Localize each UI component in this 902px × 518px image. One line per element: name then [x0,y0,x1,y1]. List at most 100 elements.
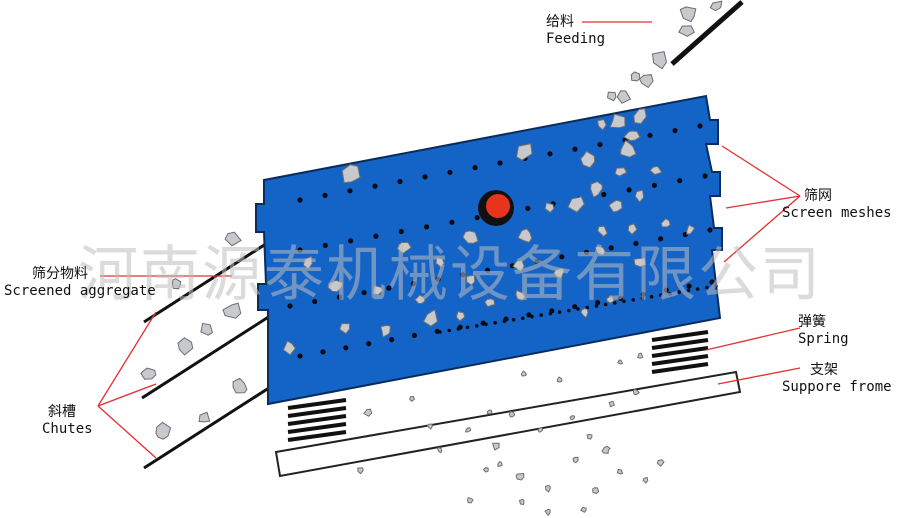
mesh-hole [322,242,328,248]
mesh-hole [697,123,703,129]
rock [171,278,182,290]
mesh-hole [702,173,708,179]
rock [709,0,723,12]
rock [467,497,474,504]
rock [597,118,607,131]
mesh-hole [438,330,442,334]
mesh-hole [465,325,470,330]
leader-frame [717,367,801,385]
mesh-hole [659,293,663,298]
leader-chute-1 [97,311,157,407]
mesh-hole [617,295,624,301]
rock [651,51,668,70]
label-feeding-zh: 给料 [546,14,574,30]
spring-left [287,398,347,442]
mesh-hole [707,227,713,233]
label-support-frame-en: Suppore frome [782,379,892,395]
rock [282,340,296,356]
rock [632,388,640,396]
mesh-hole [651,182,658,188]
rock [177,337,194,356]
mesh-hole [567,308,571,313]
rock [619,139,637,158]
mesh-hole [447,169,453,175]
rock [606,295,615,304]
rock [556,376,563,383]
mesh-hole [435,276,441,282]
leader-lines [97,21,801,459]
mesh-hole [709,279,715,285]
rock [520,370,528,377]
rock [594,245,606,256]
rock [222,302,242,319]
mesh-hole [484,322,488,327]
rock [515,143,533,161]
rock [515,289,527,301]
rock [606,91,617,102]
mesh-hole [585,305,589,310]
rock [589,181,603,199]
rock [608,199,623,213]
rock [580,150,596,169]
mesh-hole [547,151,553,157]
rock [413,294,426,304]
rock [638,74,654,89]
label-spring: 弹簧 Spring [798,314,849,348]
rock [544,508,551,517]
mesh-hole [640,296,645,301]
mesh-hole [622,299,626,304]
rock [633,257,647,268]
label-screened-aggregate: 筛分物料 Screened aggregate [4,266,156,300]
label-feeding: 给料 Feeding [546,14,605,48]
rock [426,423,433,430]
rock [466,274,476,286]
mesh-hole [511,317,516,322]
rock [679,6,697,23]
mesh-hole [347,188,353,194]
rock [482,467,489,473]
rock [380,324,391,338]
mesh-hole [603,302,608,307]
rock [409,396,415,402]
label-screened-aggregate-en: Screened aggregate [4,283,156,299]
mesh-hole [530,314,534,319]
leader-spring [705,327,801,351]
mesh-hole [474,215,480,221]
leader-mesh-1 [721,145,801,197]
rock [608,400,615,408]
rock [198,411,211,423]
leader-chute-3 [97,405,157,459]
mesh-hole [631,298,635,302]
mesh-hole [447,328,452,333]
spring-right [651,330,709,374]
mesh-hole [475,324,479,328]
rock [508,410,516,418]
rock [617,359,624,365]
rock [656,459,665,467]
rock [580,307,589,319]
label-chutes-en: Chutes [42,421,93,437]
mesh-hole [424,224,430,230]
rock [553,267,565,280]
rock [572,456,579,464]
chute-2 [141,314,271,400]
mesh-hole [594,304,599,308]
mesh-hole [397,178,403,185]
rock [569,415,576,421]
mesh-hole [297,247,303,253]
mesh-hole [613,301,617,305]
rock [586,433,593,440]
mesh-hole [633,240,639,246]
feed-chute [670,0,744,66]
label-spring-zh: 弹簧 [798,314,826,330]
rock [597,225,608,238]
mesh-hole [348,238,354,244]
label-support-frame: 支架 Suppore frome [782,362,892,396]
mesh-hole [677,178,683,184]
label-spring-en: Spring [798,331,849,347]
rock [140,367,157,380]
rock [630,71,641,82]
rock [634,189,645,203]
support-frame [274,370,742,478]
